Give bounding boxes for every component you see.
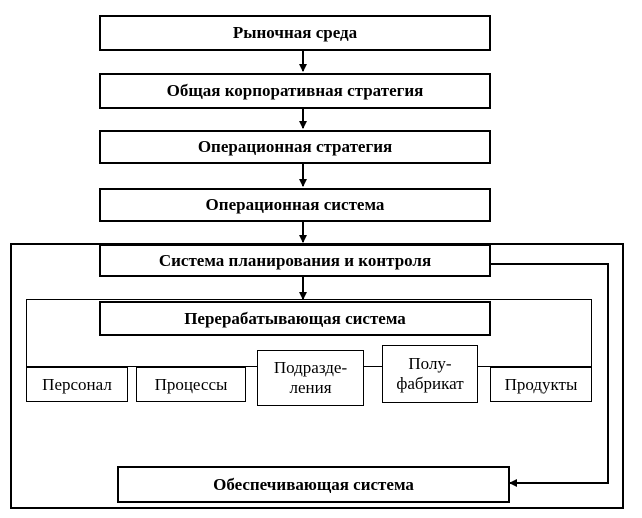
support-system-box: Обеспечивающая система [117,466,510,503]
support-system-label: Обеспечивающая система [213,474,414,494]
products-box: Продукты [490,367,592,402]
products-label: Продукты [504,374,578,394]
processing-system-label: Перерабатывающая система [184,308,406,328]
operational-system-label: Операционная система [205,195,385,215]
operational-system-box: Операционная система [99,188,491,222]
processing-system-box: Перерабатывающая система [99,301,491,336]
operational-strategy-label: Операционная стратегия [197,137,393,157]
corporate-strategy-label: Общая корпоративная стратегия [166,81,424,101]
processes-label: Процессы [154,374,228,394]
arrow-planning-to-support [491,263,609,487]
semi-product-label: Полу- фабрикат [396,354,464,393]
planning-control-label: Система планирования и контроля [158,250,432,270]
processes-box: Процессы [136,367,246,402]
planning-control-box: Система планирования и контроля [99,244,491,277]
personnel-box: Персонал [26,367,128,402]
divisions-label: Подразде- ления [273,358,348,397]
personnel-label: Персонал [42,374,112,394]
divisions-box: Подразде- ления [257,350,364,406]
market-environment-label: Рыночная среда [232,23,358,43]
corporate-strategy-box: Общая корпоративная стратегия [99,73,491,109]
semi-product-box: Полу- фабрикат [382,345,478,403]
operational-strategy-box: Операционная стратегия [99,130,491,164]
market-environment-box: Рыночная среда [99,15,491,51]
